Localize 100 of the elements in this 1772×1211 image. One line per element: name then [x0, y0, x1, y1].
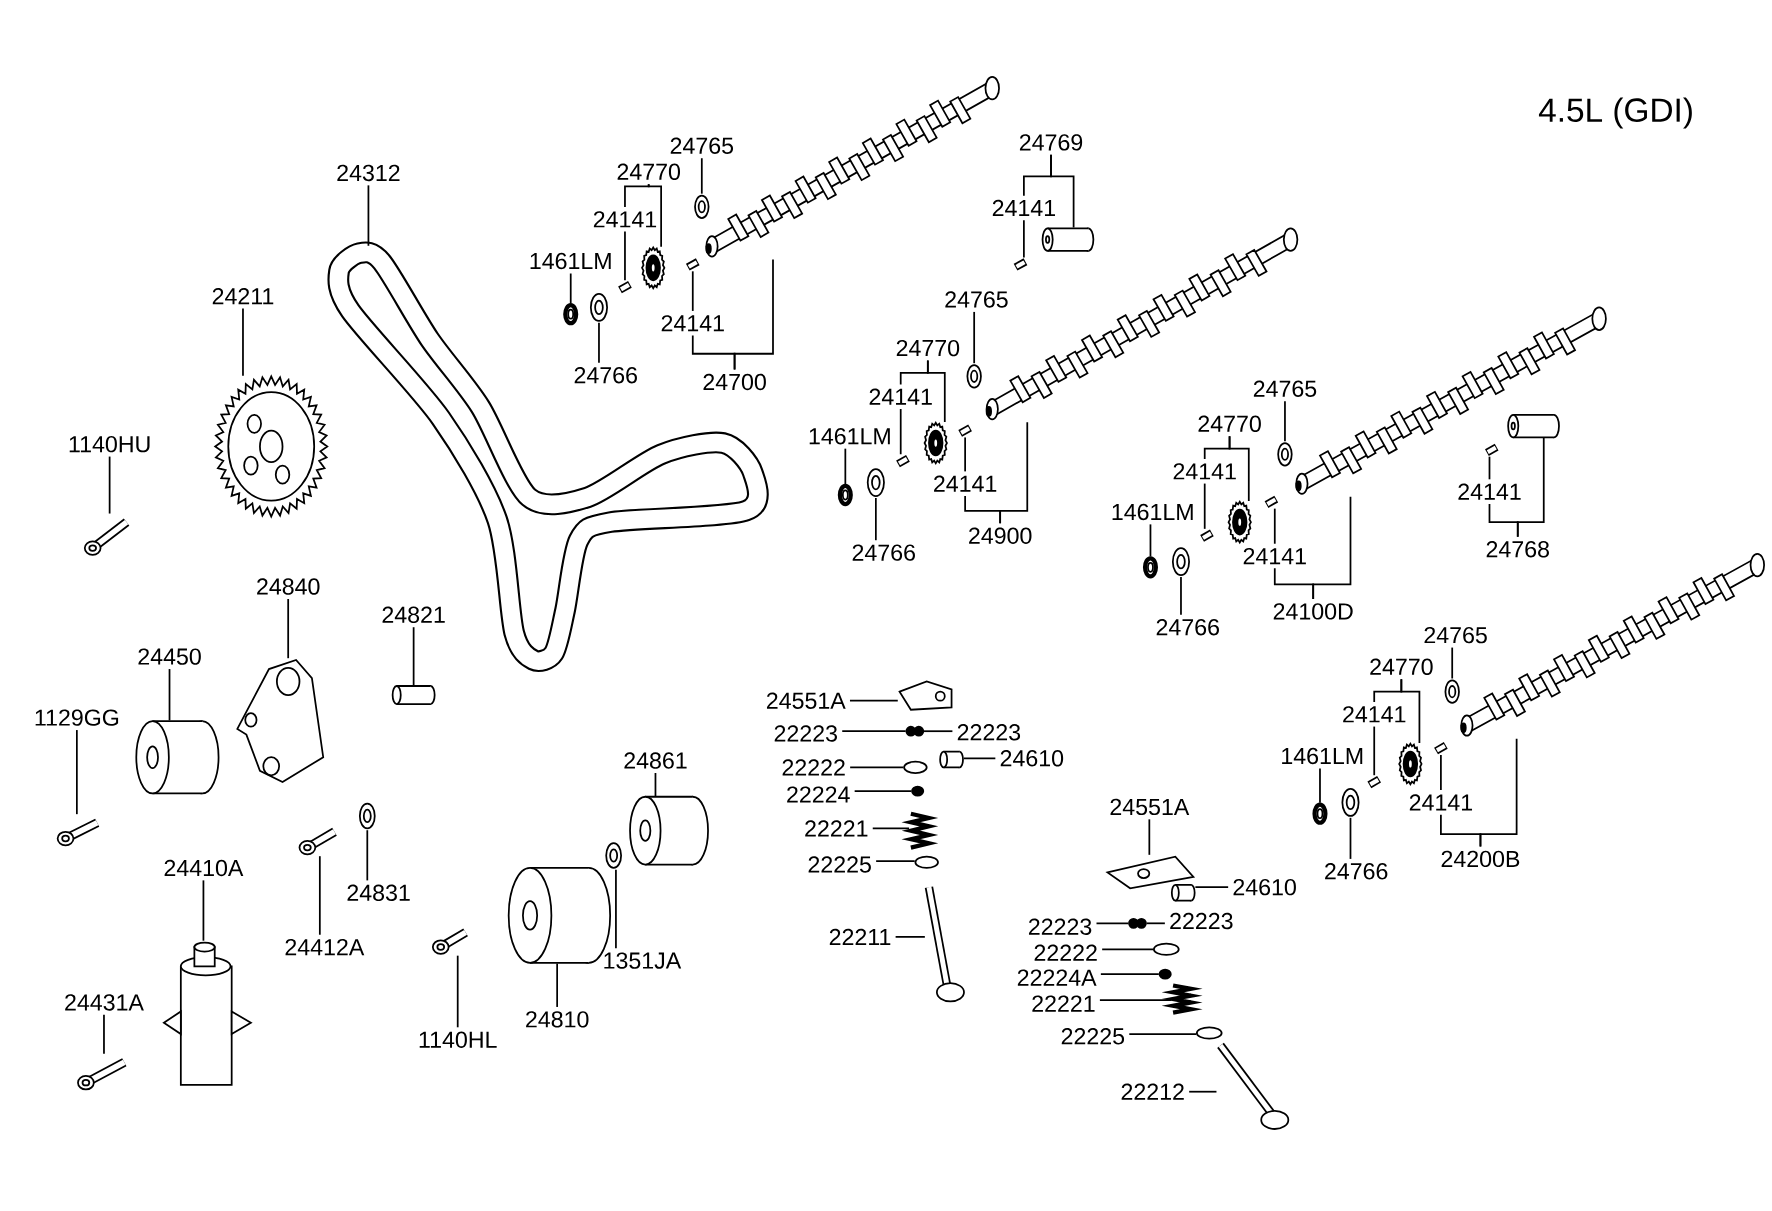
- leader-line: [1451, 646, 1454, 680]
- leader-line: [318, 855, 321, 936]
- leader-line: [874, 496, 877, 541]
- retainer-drawing: [903, 760, 928, 774]
- part-number: 24610: [1000, 749, 1064, 767]
- leader-line: [456, 954, 459, 1028]
- leader-line: [654, 771, 657, 797]
- part-number: 24141: [869, 388, 932, 405]
- leader-line: [1203, 482, 1206, 530]
- leader-line: [598, 321, 600, 364]
- part-number: 24141: [1409, 794, 1472, 811]
- leader-line: [894, 935, 926, 938]
- circlip-drawing: [966, 363, 982, 389]
- part-number: 24410A: [164, 859, 244, 876]
- part-number: 24821: [382, 606, 445, 623]
- spring-seat-drawing: [914, 855, 939, 869]
- sprocket-drawing: [213, 373, 329, 519]
- leader-line: [875, 860, 916, 862]
- circlip-drawing: [1444, 679, 1460, 704]
- bolt-drawing: [298, 827, 337, 856]
- pin-drawing: [685, 258, 700, 271]
- timing-belt-drawing: [327, 241, 769, 672]
- tensioner-bracket-drawing: [236, 658, 325, 783]
- part-number: 24141: [661, 314, 724, 332]
- leader-line: [103, 1013, 105, 1055]
- pin-drawing: [391, 684, 436, 705]
- leader-line: [1319, 767, 1321, 804]
- part-number: 24610: [1233, 878, 1296, 896]
- part-number: 24766: [852, 544, 915, 561]
- part-number: 24861: [624, 752, 687, 769]
- leader-line: [853, 790, 913, 792]
- part-number: 24551A: [1110, 798, 1190, 815]
- part-number: 22224A: [1017, 969, 1097, 986]
- bolt-drawing: [83, 518, 130, 556]
- pin-drawing: [896, 454, 910, 467]
- part-number: 22225: [808, 856, 871, 873]
- part-number: 24141: [992, 199, 1055, 216]
- leader-line: [242, 307, 244, 377]
- bolt-drawing: [56, 818, 100, 846]
- sensor-drawing: [1041, 227, 1095, 252]
- leader-line: [844, 447, 847, 485]
- pin-drawing: [1485, 443, 1499, 456]
- part-number: 24766: [574, 366, 637, 384]
- part-number: 24141: [593, 210, 657, 228]
- part-number: 24840: [257, 578, 320, 595]
- leader-line: [1099, 999, 1173, 1001]
- leader-line: [1099, 973, 1160, 975]
- part-number: 24765: [945, 291, 1008, 308]
- pin-drawing: [1367, 775, 1381, 788]
- part-number: 24770: [896, 339, 960, 357]
- part-number: 24765: [670, 137, 734, 154]
- snap-ring-drawing: [1142, 555, 1158, 579]
- leader-line: [700, 157, 703, 195]
- part-number: 24100D: [1273, 602, 1353, 620]
- leader-line: [1273, 507, 1276, 545]
- part-number: 24770: [1370, 658, 1433, 675]
- valve-drawing: [1217, 1042, 1290, 1130]
- part-number: 24766: [1156, 618, 1219, 636]
- valve-spring-drawing: [901, 811, 939, 850]
- part-number: 22221: [805, 820, 868, 837]
- sensor-drawing: [1507, 413, 1560, 438]
- leader-line: [367, 184, 370, 247]
- part-number: 24141: [1243, 547, 1306, 564]
- valve-seal-drawing: [1158, 968, 1172, 980]
- part-number: 24141: [1173, 462, 1236, 480]
- leader-line: [964, 436, 966, 473]
- snap-ring-drawing: [1312, 802, 1328, 825]
- leader-line: [412, 626, 415, 686]
- keeper-drawing: [913, 725, 925, 737]
- part-number: 24141: [934, 475, 997, 492]
- leader-line: [1188, 1090, 1218, 1093]
- part-number: 22223: [1170, 912, 1233, 930]
- leader-line: [1373, 725, 1376, 776]
- part-number: 24831: [347, 884, 410, 901]
- leader-line: [366, 829, 369, 882]
- retainer-drawing: [1152, 942, 1180, 956]
- leader-line: [1194, 886, 1230, 888]
- washer-drawing: [1341, 787, 1360, 817]
- leader-line: [849, 766, 905, 768]
- leader-line: [899, 407, 902, 455]
- pulley-drawing: [629, 795, 709, 866]
- leader-line: [569, 272, 572, 304]
- leader-line: [926, 359, 946, 423]
- part-number: 22223: [1029, 918, 1092, 935]
- leader-line: [168, 667, 171, 721]
- snap-ring-drawing: [837, 483, 853, 506]
- pin-drawing: [1200, 529, 1214, 542]
- part-number: 22221: [1032, 995, 1095, 1012]
- part-number: 24765: [1424, 626, 1487, 644]
- part-number: 24412A: [285, 938, 365, 955]
- pin-drawing: [1264, 495, 1279, 508]
- pin-drawing: [1434, 741, 1448, 755]
- washer-drawing: [866, 467, 885, 497]
- leader-line: [556, 962, 559, 1008]
- circlip-drawing: [694, 194, 710, 219]
- washer-drawing: [605, 841, 622, 869]
- leader-line: [202, 879, 205, 942]
- leader-line: [1145, 922, 1166, 924]
- part-number: 24200B: [1441, 850, 1520, 867]
- part-number: 24770: [617, 163, 681, 180]
